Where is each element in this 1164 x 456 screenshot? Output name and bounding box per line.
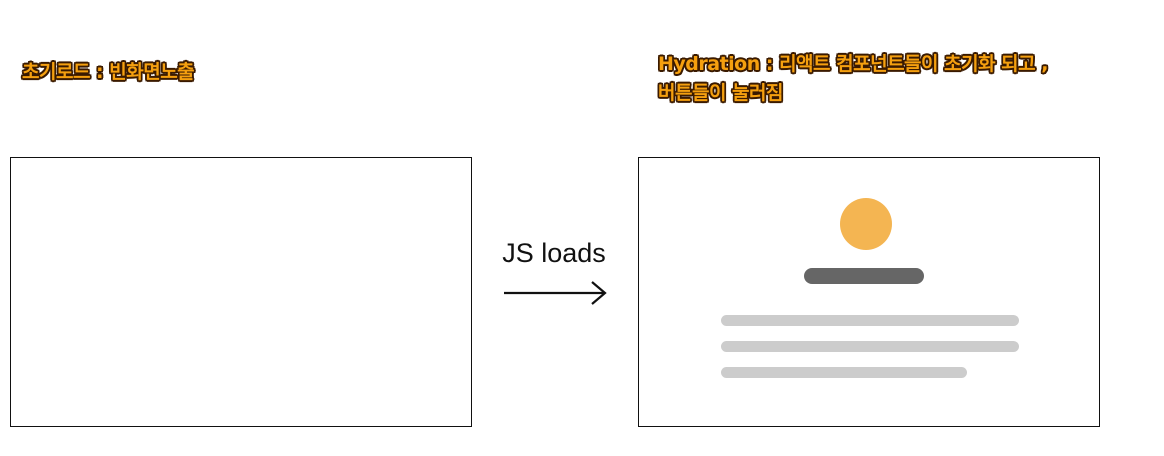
text-line-placeholder-3 [721, 367, 967, 378]
hydration-caption-line-2: 버튼들이 눌러짐 [658, 82, 783, 104]
text-line-placeholder-1 [721, 315, 1019, 326]
hydrated-page-panel [638, 157, 1100, 427]
blank-page-panel [10, 157, 472, 427]
text-line-placeholder-2 [721, 341, 1019, 352]
avatar [840, 198, 892, 250]
title-placeholder-bar [804, 268, 924, 284]
arrow-right-icon [504, 281, 607, 305]
hydration-caption: Hydration : 리액트 컴포넌트들이 초기화 되고 , 버튼들이 눌러짐 [658, 50, 1048, 108]
initial-load-caption: 초기로드 : 빈화면노출 [22, 61, 195, 83]
js-loads-label: JS loads [502, 238, 606, 268]
hydration-caption-line-1: Hydration : 리액트 컴포넌트들이 초기화 되고 , [658, 53, 1048, 75]
